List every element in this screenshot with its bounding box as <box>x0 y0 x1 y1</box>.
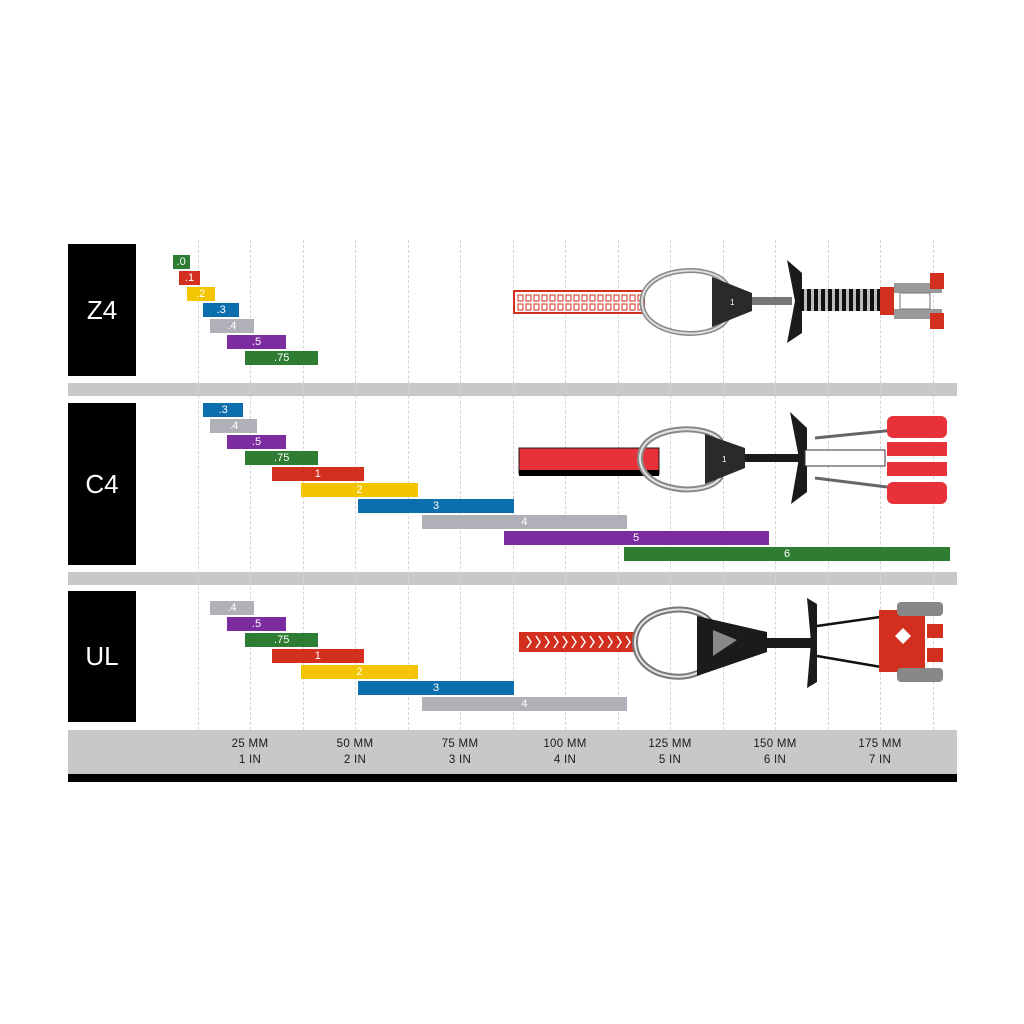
x-tick-in: 6 IN <box>763 754 787 766</box>
range-bar-z4: .2 <box>186 287 215 301</box>
x-tick-in: 1 IN <box>238 754 262 766</box>
range-bar-ul: .4 <box>210 601 254 615</box>
range-bar-z4: .5 <box>227 335 286 349</box>
range-bar-c4: .75 <box>245 451 319 465</box>
x-tick-label: 150 MM 6 IN <box>735 736 815 768</box>
range-bar-ul: 4 <box>422 697 627 711</box>
range-bar-z4: .0 <box>172 255 190 269</box>
svg-text:1: 1 <box>730 298 735 307</box>
x-tick-in: 3 IN <box>448 754 472 766</box>
range-bar-ul: 3 <box>357 681 515 695</box>
x-tick-in: 4 IN <box>553 754 577 766</box>
grid-line <box>197 240 199 730</box>
x-tick-mm: 50 MM <box>336 738 374 750</box>
svg-text:1: 1 <box>722 455 727 464</box>
x-tick-in: 7 IN <box>868 754 892 766</box>
range-bar-z4: .3 <box>202 303 240 317</box>
x-tick-mm: 75 MM <box>441 738 479 750</box>
range-bar-c4: .4 <box>210 419 258 433</box>
x-tick-in: 5 IN <box>658 754 682 766</box>
x-tick-mm: 150 MM <box>753 738 797 750</box>
x-tick-label: 175 MM 7 IN <box>840 736 920 768</box>
grid-line <box>565 240 566 730</box>
grid-line <box>722 240 724 730</box>
range-bar-c4: 2 <box>301 483 418 497</box>
x-tick-label: 100 MM 4 IN <box>525 736 605 768</box>
ul-cam-icon <box>519 598 943 688</box>
range-bar-z4: .1 <box>179 271 201 285</box>
range-bar-ul: .5 <box>227 617 286 631</box>
x-tick-label: 25 MM 1 IN <box>210 736 290 768</box>
c4-cam-icon: 1 <box>518 412 947 504</box>
range-bar-c4: 6 <box>624 547 950 561</box>
x-tick-mm: 100 MM <box>543 738 587 750</box>
grid-line <box>775 240 776 730</box>
grid-line <box>460 240 461 730</box>
x-tick-label: 75 MM 3 IN <box>420 736 500 768</box>
group-label-ul: UL <box>68 591 136 722</box>
x-axis-baseline <box>68 774 957 782</box>
range-bar-c4: 5 <box>503 531 769 545</box>
z4-cam-icon: 1 <box>513 260 944 343</box>
range-bar-z4: .4 <box>210 319 254 333</box>
range-bar-ul: 1 <box>271 649 364 663</box>
grid-line <box>827 240 829 730</box>
sling-icon <box>513 290 645 314</box>
grid-line <box>512 240 514 730</box>
range-bar-c4: .3 <box>202 403 244 417</box>
grid-line <box>250 240 251 730</box>
x-axis-band <box>68 730 957 774</box>
x-tick-mm: 25 MM <box>231 738 269 750</box>
x-tick-mm: 125 MM <box>648 738 692 750</box>
range-bar-ul: .75 <box>245 633 319 647</box>
x-tick-in: 2 IN <box>343 754 367 766</box>
group-label-c4: C4 <box>68 403 136 565</box>
range-bar-c4: 4 <box>422 515 627 529</box>
x-tick-mm: 175 MM <box>858 738 902 750</box>
x-tick-label: 125 MM 5 IN <box>630 736 710 768</box>
range-bar-c4: .5 <box>227 435 286 449</box>
x-tick-label: 50 MM 2 IN <box>315 736 395 768</box>
range-bar-z4: .75 <box>245 351 319 365</box>
range-bar-c4: 3 <box>357 499 515 513</box>
range-bar-ul: 2 <box>301 665 418 679</box>
grid-line <box>617 240 619 730</box>
range-bar-c4: 1 <box>271 467 364 481</box>
group-label-z4: Z4 <box>68 244 136 376</box>
